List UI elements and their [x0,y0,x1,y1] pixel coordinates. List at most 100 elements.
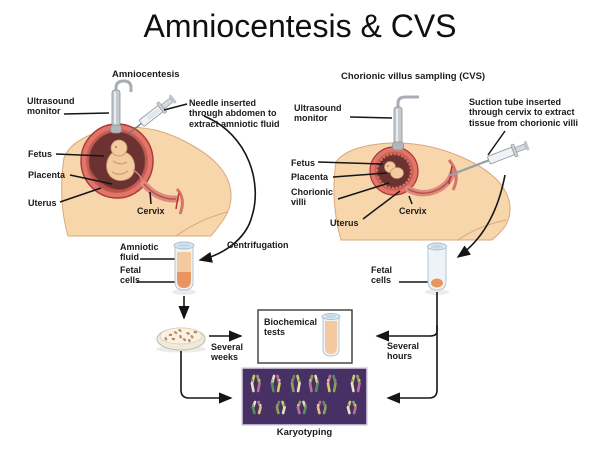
chromosome-band [278,379,281,382]
chromosome-band [350,379,354,382]
chromosome-band [259,403,262,407]
needle-syringe [127,94,177,135]
chromosome-band [326,379,330,382]
amnio-cervix-label: Cervix [137,206,165,216]
cell-speck [186,332,190,335]
cell-speck [193,330,198,334]
cell-speck [179,334,182,339]
chromosome-band [334,379,337,382]
birth-canal [140,180,184,215]
cell-speck [168,333,173,336]
fetus-illustration [384,161,404,179]
cell-speck [164,337,168,341]
dish-to-karyotype-arrow [180,351,233,404]
fetus-illustration [106,139,143,181]
cell-speck [178,329,182,332]
fetal-cells-right-label: Fetal cells [371,265,393,286]
petri-dish [156,327,206,353]
biochemical-tests-label: Biochemical tests [264,317,318,338]
cvs-uterus-label: Uterus [330,218,359,228]
chromosome [326,382,331,393]
several-weeks-label: Several weeks [211,342,244,363]
leader-lines [55,103,506,283]
several-hours-label: Several hours [387,341,420,362]
suction-tube-syringe [448,140,530,177]
chromosome [308,382,313,393]
karyotyping-label: Karyotyping [276,427,333,438]
amniotic-fluid-label: Amniotic fluid [120,242,159,263]
chromosome-band [258,379,261,382]
chromosome [352,406,357,415]
chromosome-band [358,379,361,382]
flow-arrows [178,115,506,404]
chromosome [281,406,286,415]
cell-speck [188,338,191,343]
amnio-fetus-label: Fetus [28,149,53,159]
tube-to-karyotype-arrow [386,292,438,404]
chromosome [290,382,295,393]
amnio-ultrasound-label: Ultrasound monitor [27,96,75,117]
chromosome [250,382,255,393]
fetal-cells-pellet [431,278,443,288]
cvs-suction-note: Suction tube inserted through cervix to … [469,97,579,128]
chromosome [276,382,281,393]
cvs-placenta-label: Placenta [291,172,329,182]
chromosome-band [316,379,319,382]
chromosome [322,406,327,415]
ultrasound-probe [110,79,133,134]
page-title: Amniocentesis & CVS [143,8,457,44]
leg-crease [457,219,507,241]
biochemical-tests-box [257,309,353,364]
chromosome-band [308,379,312,382]
chromosome [296,382,301,393]
chromosomes [250,374,361,415]
chromosome [257,406,262,415]
cvs-ultrasound-label: Ultrasound monitor [294,103,342,124]
chromosome [316,406,321,415]
centrifugation-arrow-right [456,174,506,258]
chromosome-band [354,403,357,407]
leg-crease [175,211,228,237]
cell-speck [174,331,178,335]
chromosome [256,382,261,393]
cvs-chorionic-villi-label: Chorionic villi [291,187,333,208]
amnio-uterus-label: Uterus [28,198,57,208]
amnio-placenta-label: Placenta [28,170,66,180]
chromosome-band [298,379,301,382]
ultrasound-probe [392,95,419,151]
chromosome-band [346,403,350,407]
chromosome [296,406,301,415]
chromosome [332,382,337,393]
cvs-cervix-label: Cervix [399,206,427,216]
cell-speck [171,337,176,341]
chromosome [270,382,275,393]
chromosome [314,382,319,393]
chromosome-band [324,403,327,407]
amniotic-fluid-tube [172,241,196,295]
chromosome [302,406,307,415]
amnio-needle-note: Needle inserted through abdomen to extra… [189,98,280,129]
chromosome [350,382,355,393]
amniocentesis-figure [61,79,232,237]
karyotype-image [241,367,368,426]
chromosome-band [304,403,307,407]
chromosome [356,382,361,393]
cvs-figure [333,95,530,241]
amnio-heading: Amniocentesis [112,69,180,80]
chromosome-band [290,379,294,382]
tube-to-tests-arrow [375,325,438,342]
chromosome-band [316,403,320,407]
chromosome-band [251,403,255,407]
chromosome-band [275,403,279,407]
cell-speck [190,335,194,339]
fetal-cells-left-label: Fetal cells [120,265,142,286]
fetal-cells-tube [425,242,449,295]
cultured-cells [164,329,198,343]
chromosome-band [250,379,254,382]
chromosome-band [270,379,274,382]
cvs-heading: Chorionic villus sampling (CVS) [341,71,486,82]
cvs-fetus-label: Fetus [291,158,316,168]
centrifugation-label: Centrifugation [227,240,289,250]
